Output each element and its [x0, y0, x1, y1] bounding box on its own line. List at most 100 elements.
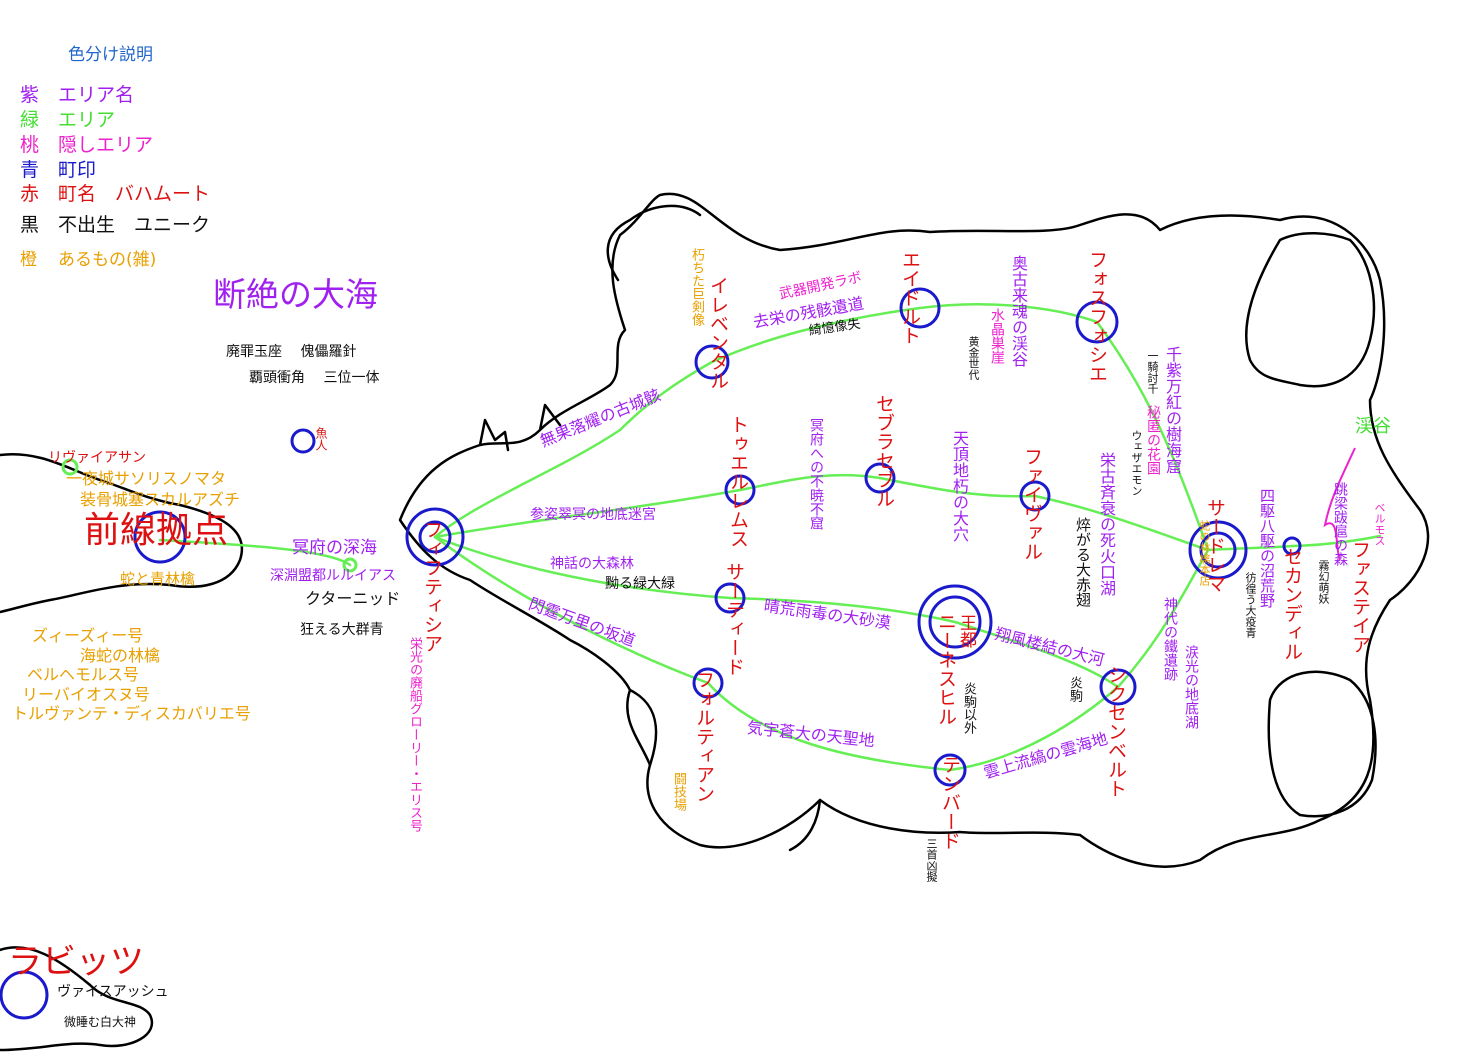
town-sebraseble: セブラセブル: [873, 394, 895, 508]
town-eidolt: エイドルト: [899, 250, 921, 345]
town-mark-thirtyd: [714, 582, 746, 614]
rabbits-coast: [0, 946, 154, 1052]
area-shinwa: 神話の大森林: [550, 556, 634, 572]
hidden-bell: ベルモス: [1373, 502, 1386, 546]
legend-row-green: 緑エリア: [20, 109, 116, 131]
town-mark-eidolt: [899, 287, 941, 329]
frontline-ship-7: トルヴァンテ・ディスカバリエ号: [12, 704, 251, 723]
route-sig-third: [1116, 548, 1210, 689]
area-sanshi: 参姿翠冥の地底迷宮: [530, 507, 656, 523]
frontline-name: 前線拠点: [84, 510, 229, 551]
route-twelf-seb: [738, 473, 882, 492]
hidden-suisho: 水晶巣崖: [989, 308, 1005, 364]
town-mark-faival: [1019, 480, 1051, 512]
area-chouryou: 跳梁跋扈の森: [1332, 482, 1348, 566]
area-shinyo: 神代の鐵遺跡: [1162, 597, 1178, 681]
unique-hasugaru: 焠がる大赤翅: [1074, 517, 1092, 607]
misc-touginjo: 闘技場: [671, 772, 686, 811]
town-faival: ファイヴァル: [1021, 447, 1043, 561]
frontline-ship-2: 装骨城塞スカルアズチ: [80, 490, 241, 509]
town-mark-sebraseble: [864, 462, 896, 494]
unique-enku: 炎駒: [1067, 676, 1082, 702]
rabbits-unique2: 微睡む白大神: [64, 1015, 137, 1029]
town-fifthia: フィフティシア: [421, 520, 443, 653]
hidden-himitsu: 秘匿の花園: [1145, 405, 1161, 475]
frontline-ship-1: 一夜城サソリスノマタ: [66, 469, 227, 488]
frontline-ship-3: ズィーズィー号: [32, 626, 144, 645]
sea-title: 断絶の大海: [213, 275, 378, 314]
route-front-deep: [158, 538, 352, 567]
area-senshi: 千紫万紅の樹海窟: [1163, 346, 1182, 474]
unique-uezaemon: ウェザエモン: [1130, 430, 1143, 496]
sea-uniques-row2: 覇頭衝角 三位一体: [249, 370, 380, 386]
route-seiko: [728, 596, 957, 624]
town-thirdrema: サードレマ: [1204, 498, 1226, 593]
town-mark-deep: [342, 557, 358, 573]
unique-enku-ikai: 炎駒以外: [961, 682, 976, 734]
town-fortian: フォルティアン: [693, 670, 715, 803]
town-mark-fosfoshie: [1075, 300, 1119, 344]
area-eiko: 栄古斉衰の死火口湖: [1097, 452, 1116, 596]
route-seb-faival: [878, 476, 1037, 498]
town-mark-twelfms: [724, 474, 756, 506]
town-mark-rabbits: [0, 970, 49, 1020]
sea-uniques-row1: 廃罪玉座 傀儡羅針: [226, 344, 357, 360]
rabbits-town: ラビッツ: [8, 942, 144, 982]
legend-row-pink: 桃隠しエリア: [20, 134, 154, 156]
unique-ougon: 黄金世代: [967, 336, 980, 380]
frontline-ship-4: 海蛇の林檎: [80, 646, 161, 665]
frontline-sub: 蛇と青林檎: [120, 570, 196, 588]
frontline-ship-6: リーバイオスヌ号: [22, 685, 150, 704]
area-ruikou: 涙光の地底湖: [1183, 645, 1199, 729]
deep-sea-unique1: クターニッド: [305, 589, 401, 608]
unique-sanshu: 三首凶擬: [925, 838, 938, 882]
area-okuko: 奥古来魂の渓谷: [1009, 255, 1028, 367]
town-mark-eleventhal: [694, 344, 730, 380]
misc-kuchita: 朽ちた巨剣像: [689, 248, 704, 326]
route-fosfo-third: [1095, 320, 1210, 552]
west-fin-outline: [606, 204, 702, 282]
color-legend: 色分け説明 紫エリア名 緑エリア 桃隠しエリア 青町印 赤町名 バハムート 黒不…: [20, 38, 250, 273]
town-eleventhal: イレベンタル: [707, 276, 729, 390]
town-mark-frontline: [133, 510, 187, 564]
town-mark-thirdrema: [1188, 520, 1248, 580]
town-mark-capital: [917, 584, 993, 660]
town-fosfoshie: フォスフォシエ: [1086, 250, 1108, 383]
misc-eiko-ship: 栄光の廃船グローリー・エリス号: [407, 637, 422, 832]
route-faival-third: [1033, 494, 1210, 552]
town-thirtyd: サーティード: [723, 562, 745, 676]
deep-sea-unique2: 狂える大群青: [300, 622, 384, 638]
frontline-coast: [0, 452, 244, 614]
town-twelfms: トゥエルレムス: [727, 415, 749, 548]
town-mark-sigsenbelt: [1099, 668, 1137, 706]
unique-houkou: 彷徨う大疫青: [1244, 572, 1257, 638]
route-senrei: [433, 535, 710, 685]
continent-outline: [398, 192, 1430, 868]
route-second-first: [1290, 534, 1382, 548]
misc-hebi-ringo: 蛇の林檎本店: [1198, 520, 1211, 586]
fish-town-label: 魚人: [314, 427, 328, 451]
legend-row-red: 赤町名 バハムート: [20, 183, 211, 205]
route-kyoei: [710, 306, 922, 364]
route-sanshi: [433, 488, 742, 539]
town-tenbard: テンバード: [939, 755, 961, 850]
frontline-ship-5: ベルヘモルス号: [27, 665, 140, 684]
capital-mark: 王都: [956, 614, 976, 648]
legend-row-orange: 橙あるもの(雑): [20, 250, 157, 270]
town-firsteia: ファステイア: [1349, 540, 1371, 654]
area-meifu: 冥府への不暁不窟: [808, 418, 824, 530]
route-mukaraku: [433, 360, 714, 539]
town-secondil: セカンディル: [1281, 547, 1303, 661]
town-capital: ニーネスヒル: [935, 612, 957, 726]
legend-row-purple: 紫エリア名: [20, 84, 135, 106]
town-mark-fifthia: [405, 507, 465, 567]
deep-sea-area: 冥府の深海: [292, 538, 377, 558]
leviathan-label: リヴァイアサン: [48, 450, 146, 466]
town-mark-secondil: [1282, 536, 1302, 556]
unique-sudaru: 黝る緑大緑: [605, 576, 675, 592]
se-block-outline: [1267, 670, 1377, 818]
unique-ikki: 一騎討千: [1146, 350, 1159, 394]
area-shiku: 四駆八駆の沼荒野: [1258, 488, 1276, 608]
route-shinwa: [433, 535, 732, 600]
hidden-keikoku: 渓谷: [1355, 416, 1391, 437]
